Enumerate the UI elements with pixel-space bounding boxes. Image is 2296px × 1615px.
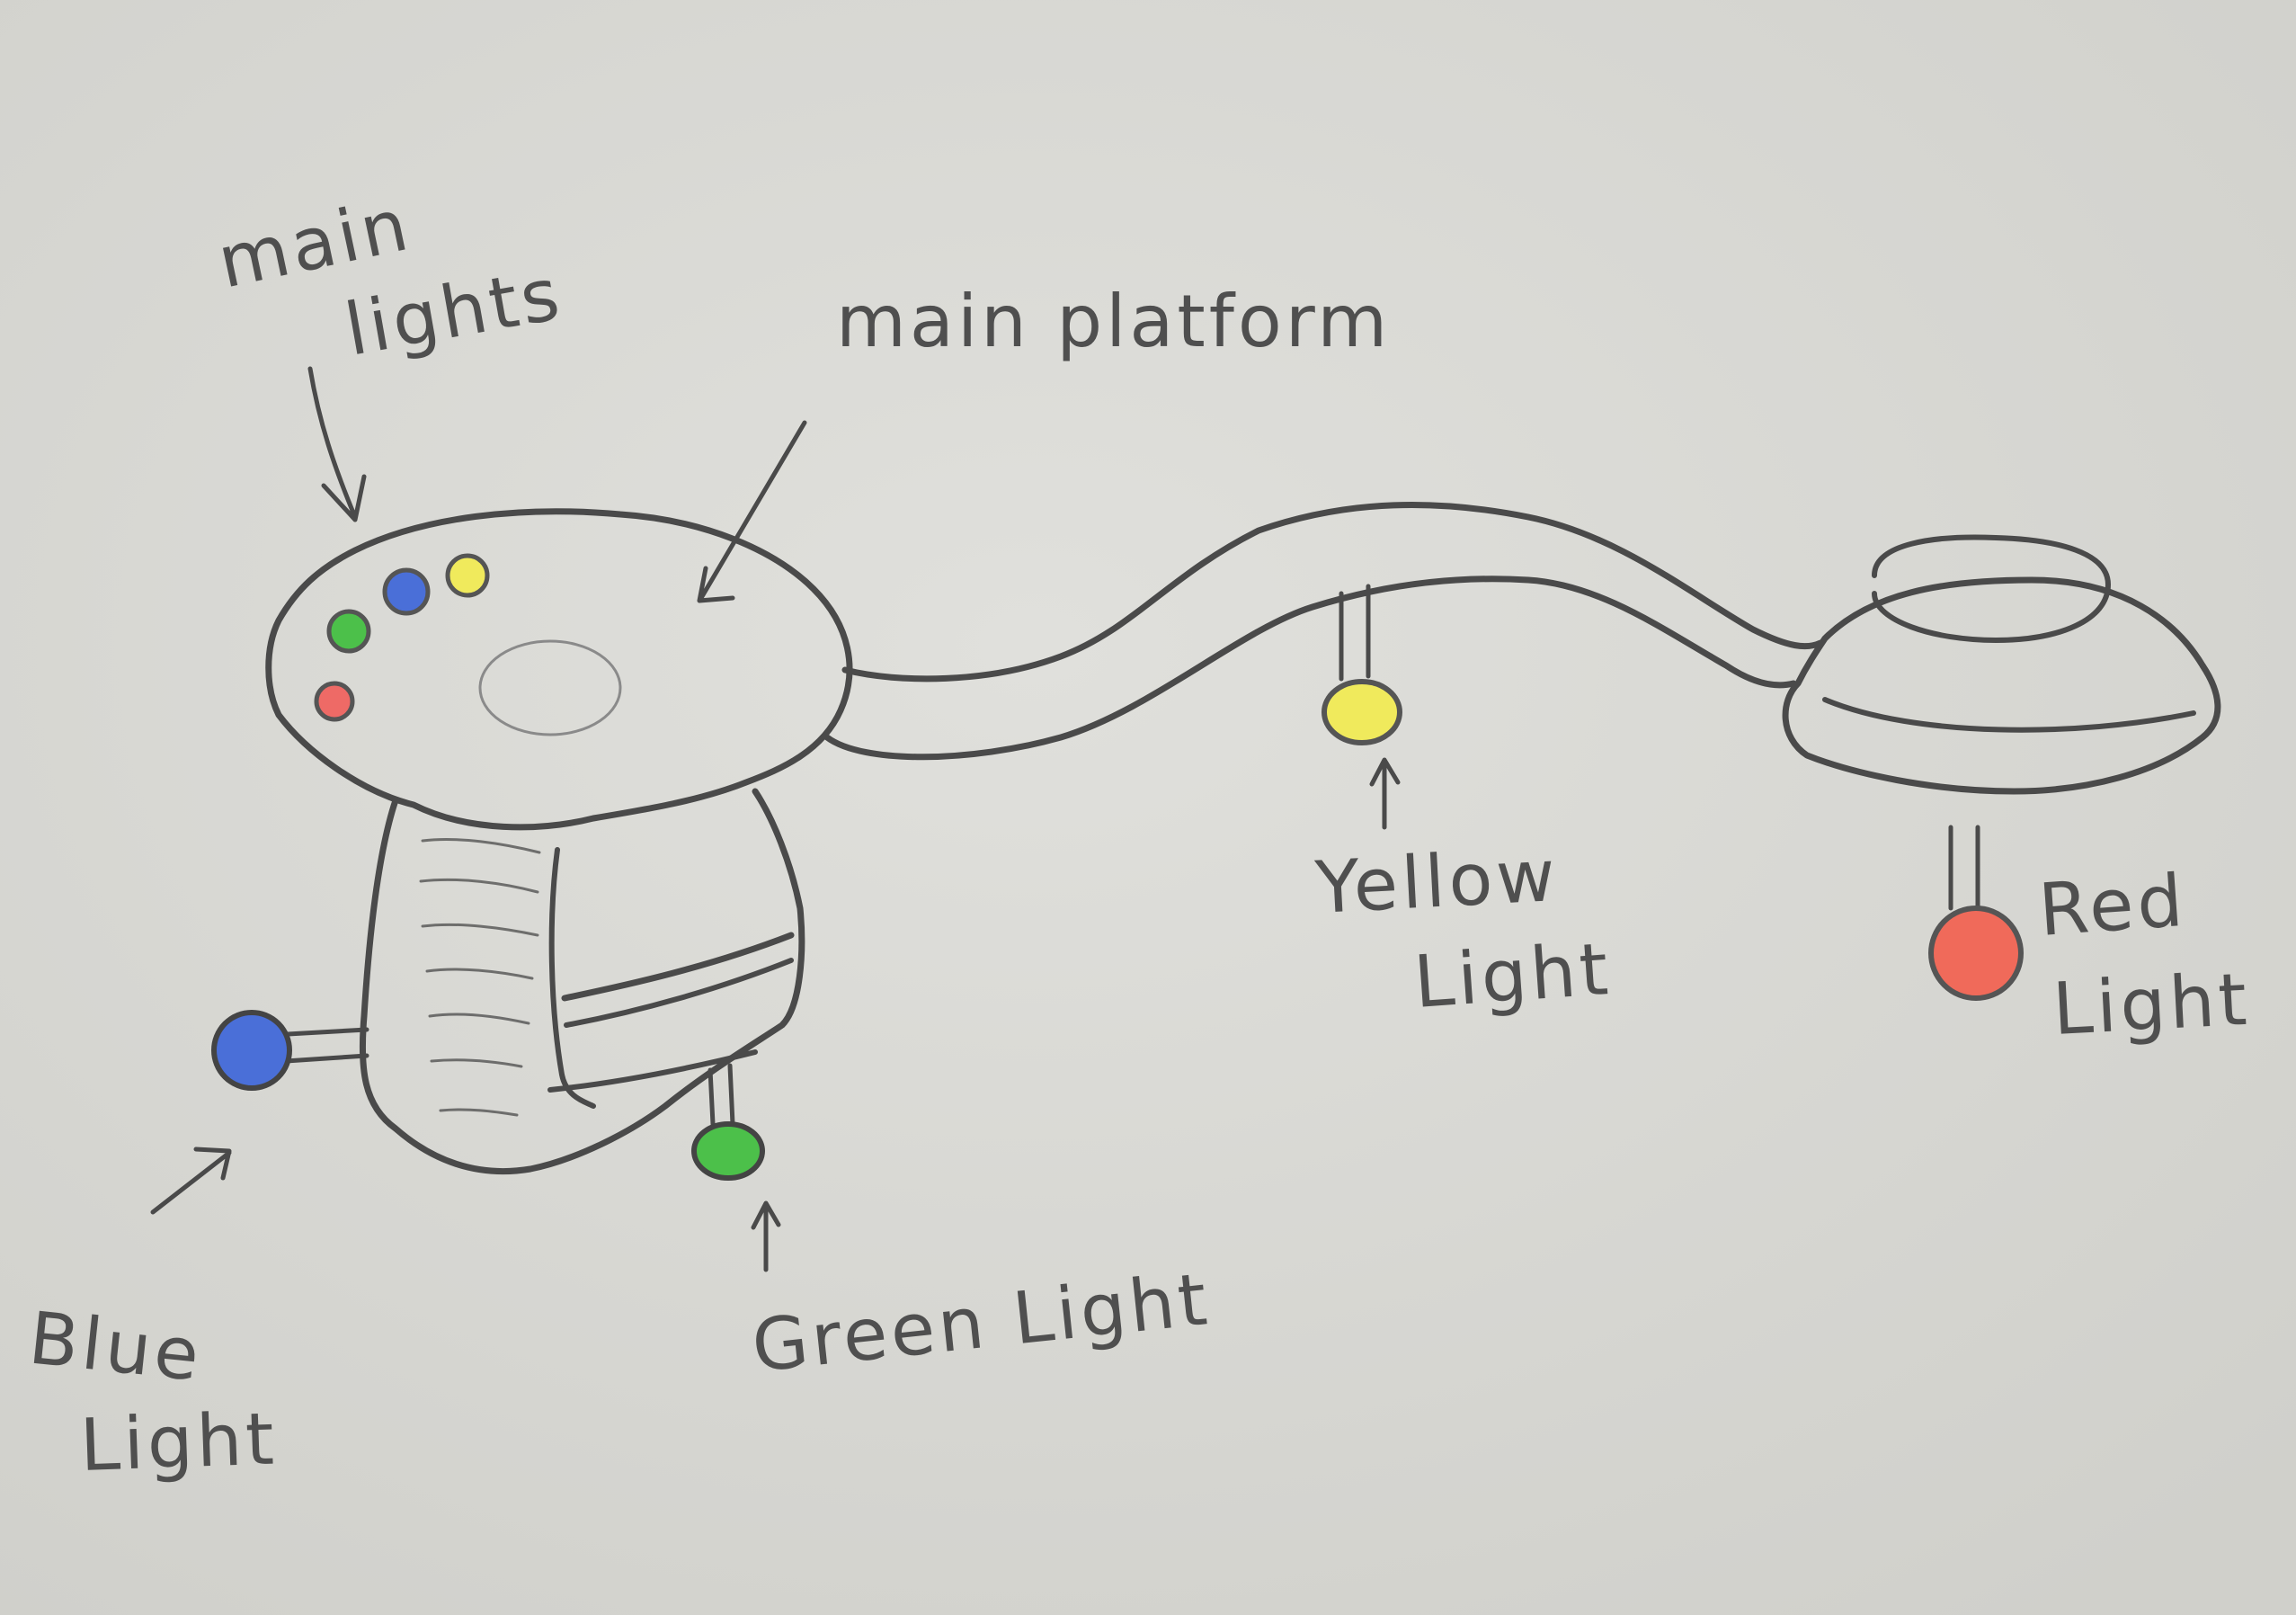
yellow-light-arrow — [1369, 757, 1401, 830]
right-pod-outline — [1782, 576, 2221, 795]
main-lights-cluster — [314, 553, 490, 722]
green-light-stem — [707, 1063, 735, 1127]
label-yellow-light: Yellow Light — [1313, 834, 1614, 1024]
green-light-arrow — [751, 1200, 781, 1272]
red-light — [1928, 906, 2024, 1001]
main-lights-arrow — [307, 366, 367, 522]
green-light — [691, 1121, 765, 1181]
blue-light — [211, 1010, 292, 1091]
main-light-blue — [382, 567, 431, 616]
yellow-light — [1322, 679, 1402, 745]
label-yellow-light-line2: Light — [1411, 927, 1615, 1024]
handle-base — [547, 1049, 758, 1093]
label-yellow-light-line1: Yellow — [1313, 834, 1561, 930]
main-platform-outline — [265, 508, 853, 831]
blue-light-arrow — [150, 1147, 232, 1215]
handle-front-edge — [548, 847, 596, 1109]
label-main-platform: main platform — [836, 280, 1391, 363]
handle-outline — [359, 788, 805, 1175]
blue-light-stem — [283, 1027, 369, 1064]
right-pod-rim — [1822, 697, 2196, 733]
main-light-yellow — [445, 553, 490, 598]
head-button-outline — [478, 639, 622, 736]
platform-arm-bottom — [823, 576, 1797, 761]
main-light-red — [314, 681, 355, 722]
label-blue-light-line2: Light — [78, 1396, 279, 1487]
grip-ridges — [419, 838, 541, 1117]
label-red-light: Red Light — [2036, 859, 2253, 1051]
handle-band — [561, 932, 795, 1002]
annotation-arrows — [150, 366, 1401, 1272]
label-blue-light: Blue Light — [25, 1296, 279, 1487]
label-blue-light-line1: Blue — [25, 1296, 207, 1397]
main-light-green — [326, 609, 371, 654]
red-light-stem — [1948, 825, 1980, 911]
main-platform-arrow — [697, 420, 807, 603]
yellow-light-stem — [1339, 584, 1371, 682]
label-red-light-line1: Red — [2036, 859, 2189, 952]
platform-arm-top — [841, 502, 1824, 683]
right-pod-top — [1872, 534, 2111, 643]
label-red-light-line2: Light — [2051, 958, 2252, 1051]
handle-band-lower — [564, 958, 794, 1028]
